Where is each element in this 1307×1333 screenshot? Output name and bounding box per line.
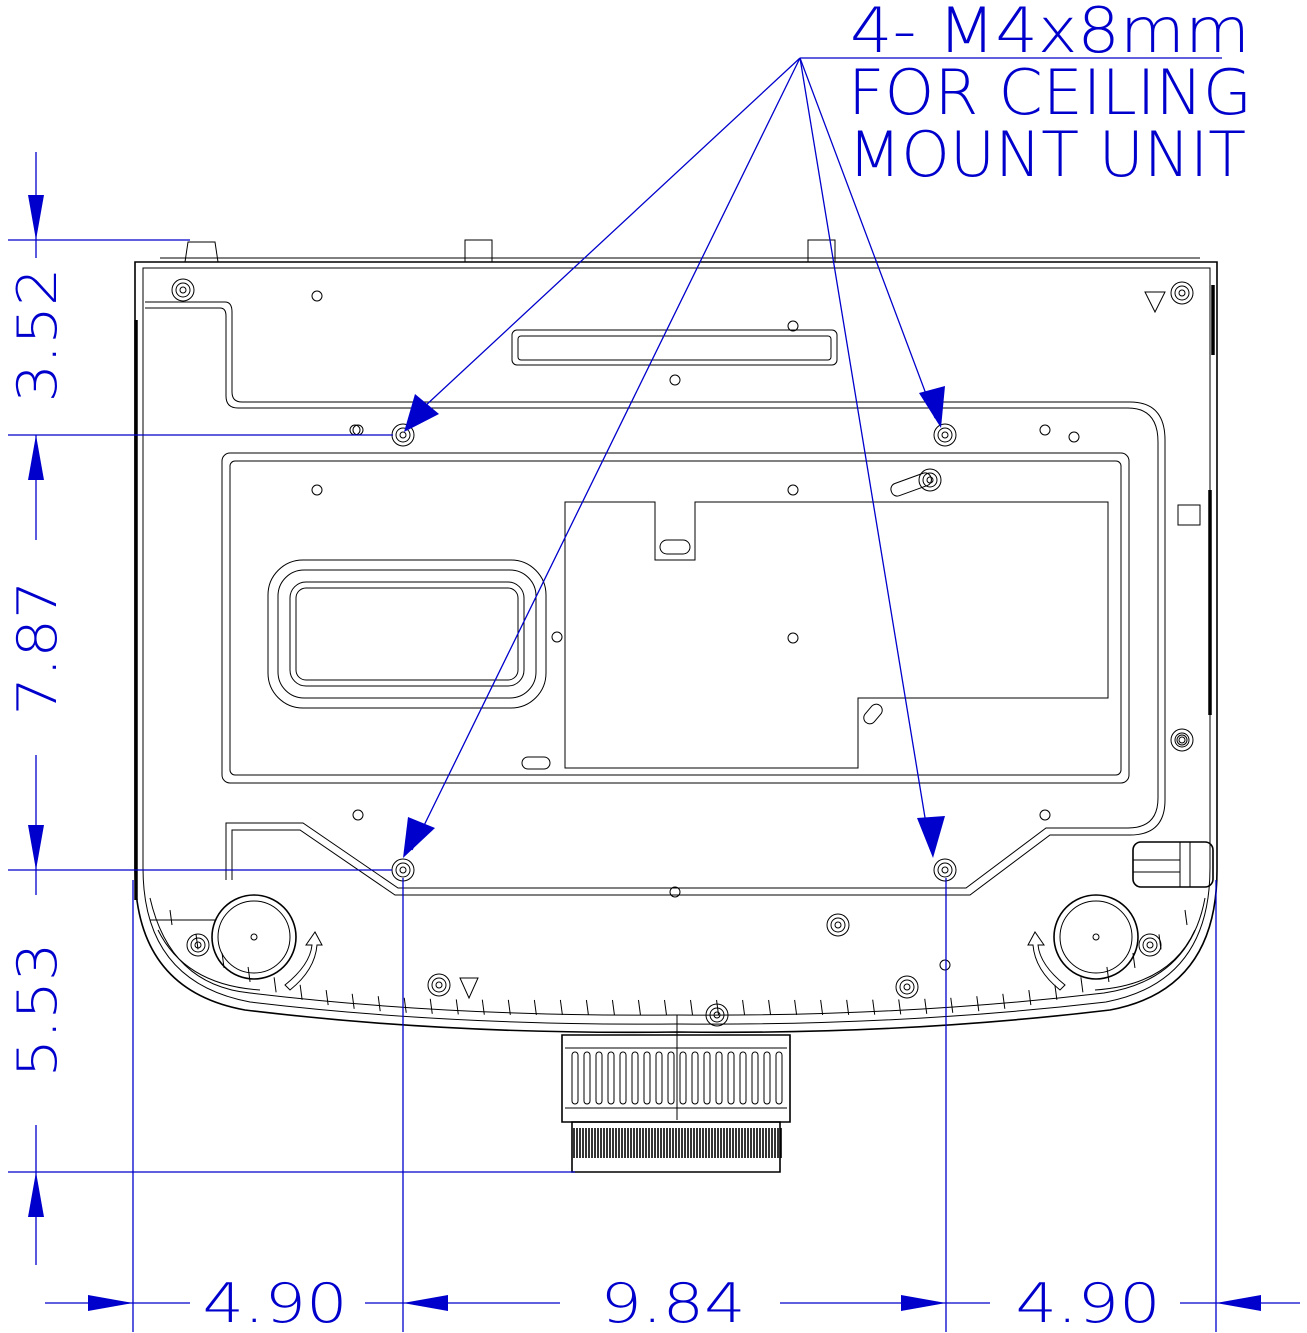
foot-knob-icon[interactable]	[211, 894, 297, 980]
callout-line-1: 4- M4x8mm	[850, 0, 1250, 67]
hole	[311, 484, 323, 496]
hole	[311, 290, 323, 302]
small-holes	[311, 290, 1188, 971]
mount-screw-icon	[1170, 728, 1194, 752]
mount-screw-icon	[918, 468, 942, 492]
mount-screw-icon	[391, 858, 415, 882]
lens-icon	[561, 1015, 791, 1173]
dimension-label-vertical-3: 5.53	[6, 943, 69, 1078]
dimension-label-vertical-1: 3.52	[6, 268, 69, 403]
hole	[1068, 431, 1080, 443]
mount-screw-icon	[933, 423, 957, 447]
rotate-arrow-icon	[284, 931, 323, 991]
dimension-label-horizontal-1: 4.90	[203, 1272, 348, 1333]
dimension-label-horizontal-3: 4.90	[1016, 1272, 1161, 1333]
projector-body	[134, 239, 1218, 1034]
hole	[1176, 734, 1188, 746]
dimension-label-vertical-2: 7.87	[6, 581, 69, 716]
mount-screw-icon	[427, 973, 451, 997]
foot-knob-left[interactable]	[211, 894, 297, 980]
hole	[669, 374, 681, 386]
screws	[171, 278, 1194, 1027]
hole	[1039, 424, 1051, 436]
callout-line-3: MOUNT UNIT	[848, 118, 1246, 191]
rotate-arrow-icon	[1027, 931, 1066, 991]
mount-screw-icon	[171, 278, 195, 302]
hole	[939, 959, 951, 971]
foot-knob-right[interactable]	[1053, 894, 1139, 980]
warning-triangle-icon	[1144, 291, 1166, 314]
hole	[787, 632, 799, 644]
hole	[787, 320, 799, 332]
mount-screw-icon	[705, 1003, 729, 1027]
hole	[787, 484, 799, 496]
foot-knob-icon[interactable]	[1053, 894, 1139, 980]
callout-line-2: FOR CEILING	[848, 56, 1252, 129]
warning-triangle-icon	[459, 977, 479, 1000]
dimension-label-horizontal-2: 9.84	[601, 1272, 746, 1333]
hole	[551, 631, 563, 643]
mount-screw-icon	[391, 423, 415, 447]
mount-screw-icon	[186, 933, 210, 957]
bottom-grip-ridges	[169, 909, 1188, 1016]
hole	[1039, 809, 1051, 821]
hole	[669, 886, 681, 898]
mount-screw-icon	[1138, 933, 1162, 957]
dimension-lines	[8, 57, 1300, 1332]
mount-screw-icon	[826, 913, 850, 937]
hole	[352, 809, 364, 821]
callout-note: 4- M4x8mm FOR CEILING MOUNT UNIT	[848, 0, 1252, 191]
mount-screw-icon	[1170, 281, 1194, 305]
mount-screw-icon	[933, 858, 957, 882]
mount-screw-icon	[895, 975, 919, 999]
